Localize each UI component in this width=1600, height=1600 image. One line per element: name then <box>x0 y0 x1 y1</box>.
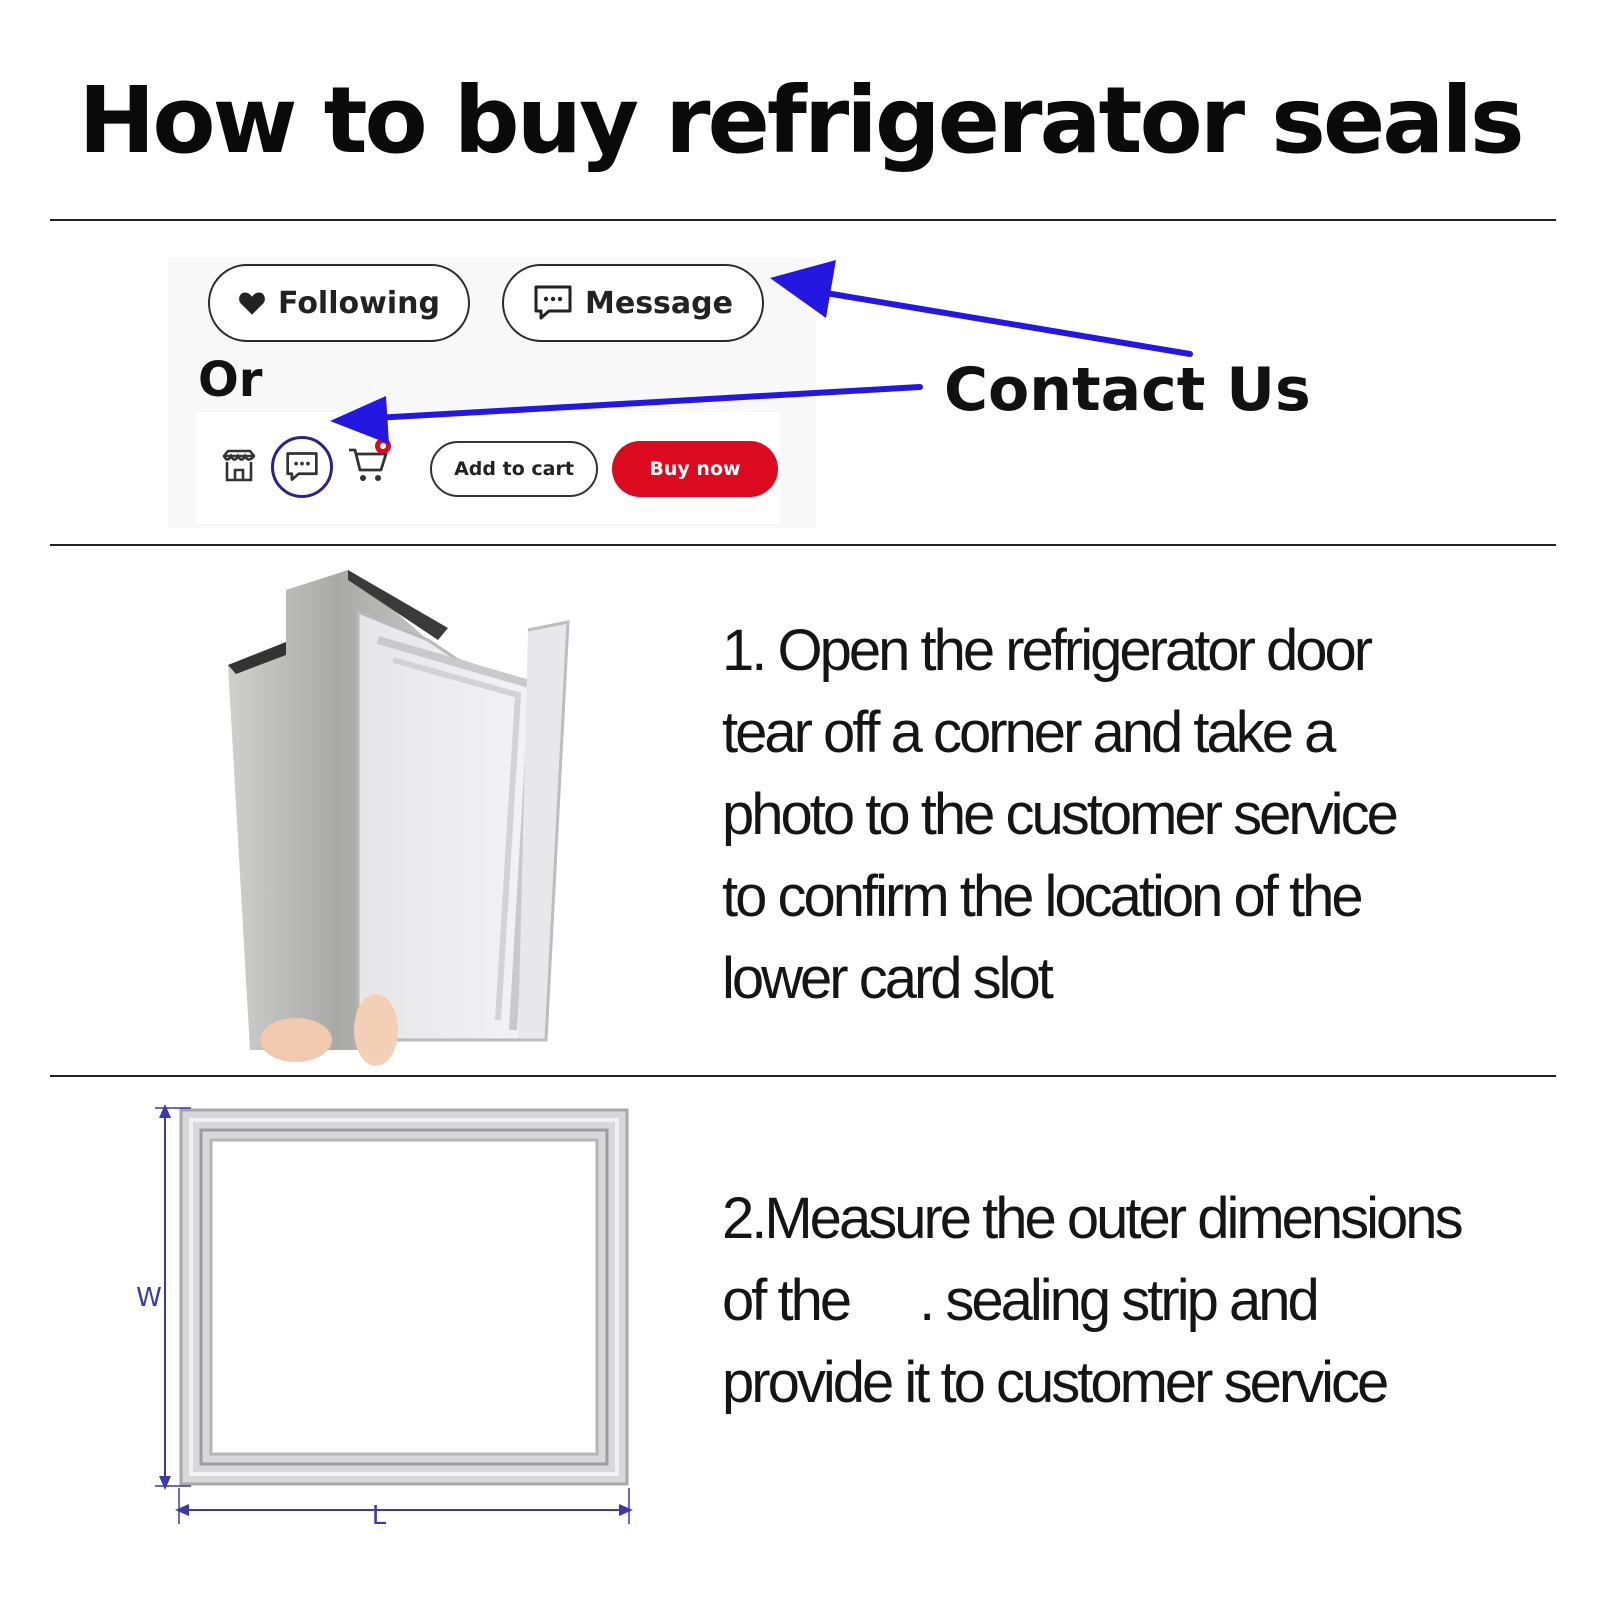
message-label: Message <box>585 285 733 321</box>
step-1-text: 1. Open the refrigerator door tear off a… <box>722 610 1399 1020</box>
seal-dimension-diagram: W L <box>136 1104 633 1531</box>
following-button[interactable]: Following <box>208 264 470 342</box>
step-1-line: 1. Open the refrigerator door <box>722 618 1373 683</box>
divider-1 <box>50 544 1556 546</box>
or-label: Or <box>198 352 263 408</box>
dimension-length-label: L <box>372 1501 387 1531</box>
heart-icon <box>239 292 265 315</box>
step-2-line: of the . sealing strip and <box>722 1260 1461 1342</box>
step-1-line: photo to the customer service <box>722 782 1399 847</box>
chat-circle-icon <box>286 452 318 481</box>
dimension-width-label: W <box>136 1283 162 1313</box>
refrigerator-door-image <box>228 570 570 1066</box>
add-to-cart-button[interactable]: Add to cart <box>430 441 598 497</box>
step-2-line: 2.Measure the outer dimensions <box>722 1186 1464 1251</box>
message-button[interactable]: Message <box>502 264 764 342</box>
arrow-to-message <box>770 260 1193 357</box>
following-label: Following <box>278 285 440 321</box>
page-title: How to buy refrigerator seals <box>78 67 1524 174</box>
chat-circle-button[interactable] <box>271 436 333 498</box>
arrow-to-chat <box>330 384 923 444</box>
store-icon[interactable] <box>220 448 258 486</box>
divider-2 <box>50 1075 1556 1077</box>
step-2-line2-end: . sealing strip and <box>919 1268 1320 1333</box>
contact-us-label: Contact Us <box>944 355 1311 425</box>
step-2-line: provide it to customer service <box>722 1350 1389 1415</box>
step-2-line2-start: of the <box>722 1268 852 1333</box>
step-1-line: tear off a corner and take a <box>722 700 1336 765</box>
buy-now-button[interactable]: Buy now <box>612 441 778 497</box>
chat-icon <box>534 285 572 320</box>
step-1-line: lower card slot <box>722 946 1054 1011</box>
step-2-text: 2.Measure the outer dimensions of the . s… <box>722 1178 1464 1424</box>
contact-arrows <box>330 260 1193 444</box>
divider-top <box>50 219 1556 221</box>
step-1-line: to confirm the location of the <box>722 864 1364 929</box>
